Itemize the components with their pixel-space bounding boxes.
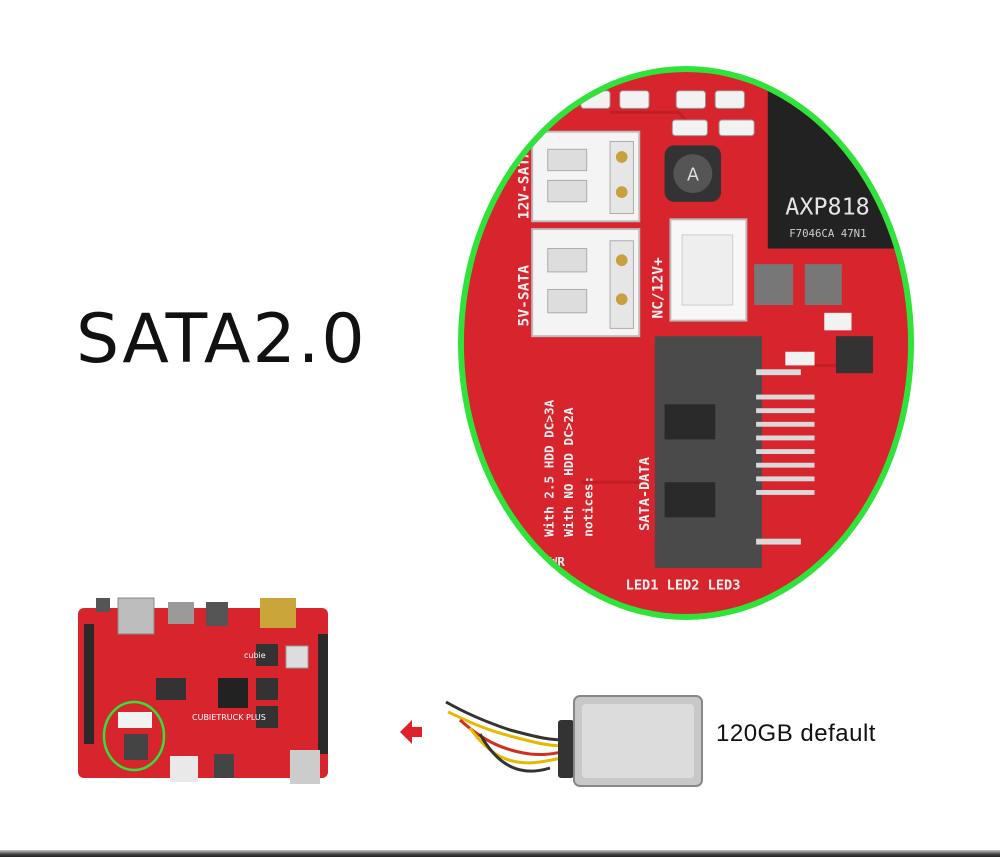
label-sata-data: SATA-DATA bbox=[637, 457, 653, 531]
inductor-mark: A bbox=[687, 165, 699, 185]
notice-line-3: notices: bbox=[581, 476, 596, 537]
left-arrow-icon bbox=[400, 720, 422, 744]
footer-divider bbox=[0, 850, 1000, 857]
notice-line-2: With NO HDD DC>2A bbox=[561, 407, 576, 537]
thumb-brand-text: cubie bbox=[244, 651, 266, 660]
sata-data-connector bbox=[654, 336, 762, 568]
label-nc-12v: NC/12V+ bbox=[650, 257, 667, 319]
chip-subtext: F7046CA 47N1 bbox=[789, 227, 866, 240]
thumb-model-text: CUBIETRUCK PLUS bbox=[192, 713, 266, 722]
pmic-chip bbox=[767, 83, 908, 249]
notice-line-1: With 2.5 HDD DC>3A bbox=[542, 399, 557, 536]
zoom-lens: AXP818 F7046CA 47N1 A bbox=[458, 66, 914, 620]
wr-label: WR bbox=[550, 554, 566, 569]
hdd-caption: 120GB default bbox=[716, 720, 876, 747]
hdd-drive-illustration bbox=[445, 695, 703, 787]
chip-text: AXP818 bbox=[785, 192, 869, 220]
zoomed-board-illustration: AXP818 F7046CA 47N1 A bbox=[464, 73, 908, 613]
label-5v-sata: 5V-SATA bbox=[515, 265, 532, 327]
led-labels: LED1 LED2 LED3 bbox=[626, 577, 741, 593]
board-thumbnail: CUBIETRUCK PLUS cubie bbox=[74, 594, 336, 796]
page-heading: SATA2.0 bbox=[76, 300, 367, 379]
sata-highlight-circle bbox=[102, 700, 166, 772]
label-12v-sata: 12V-SATA bbox=[515, 149, 532, 220]
